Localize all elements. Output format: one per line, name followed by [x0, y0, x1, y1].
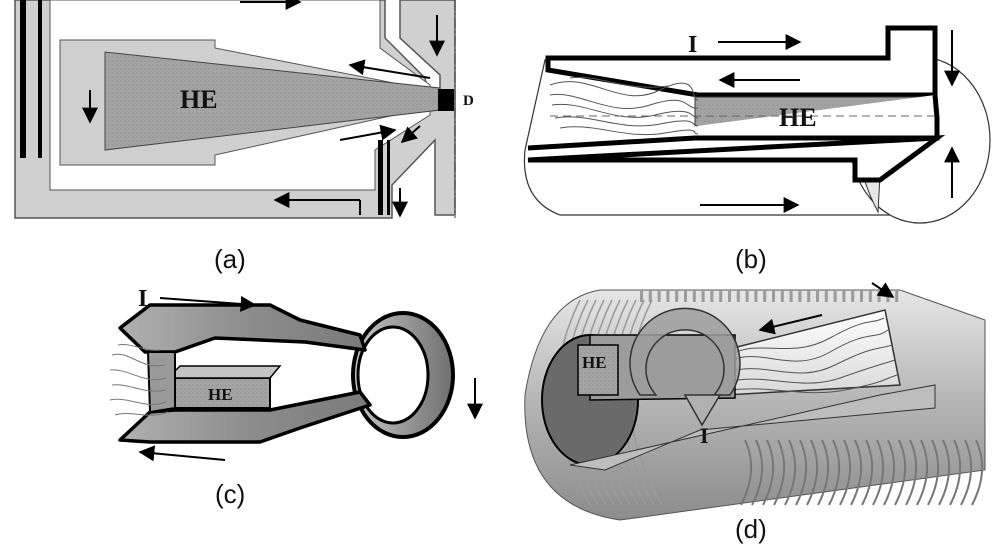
d-arrow-liner — [758, 314, 823, 335]
d-he-label: HE — [582, 353, 607, 372]
comb-tooth — [640, 290, 643, 302]
comb-tooth — [701, 290, 705, 302]
comb-tooth — [736, 290, 740, 302]
coil-rib — [850, 439, 863, 506]
coil-rib — [971, 439, 984, 506]
coil-rib — [817, 439, 830, 506]
c-gas-wisps — [109, 343, 169, 416]
comb-tooth — [780, 290, 784, 302]
comb-tooth — [666, 290, 670, 302]
comb-tooth — [728, 290, 731, 302]
b-gas-wisps — [549, 76, 699, 136]
panel-c: I HE (c) — [109, 286, 483, 509]
comb-tooth — [824, 290, 828, 302]
coil-rib — [894, 439, 907, 506]
comb-tooth — [798, 290, 802, 302]
a-right-post — [378, 140, 383, 215]
c-left-face — [146, 351, 176, 414]
coil-rib — [916, 439, 929, 506]
b-he-label: HE — [779, 103, 817, 132]
coil-rib — [949, 439, 962, 506]
a-arrow-left-cone — [348, 59, 431, 79]
c-arrow-current-top — [159, 295, 257, 312]
c-loop-hole — [356, 325, 430, 425]
coil-rib — [960, 439, 973, 506]
comb-tooth — [816, 290, 819, 302]
comb-tooth — [868, 290, 872, 302]
panel-d: HE I (d) — [524, 282, 986, 544]
coil-rib — [784, 439, 797, 506]
coil-rib — [828, 439, 841, 506]
coil-rib — [905, 439, 918, 506]
comb-tooth — [895, 290, 899, 302]
coil-rib — [861, 439, 874, 506]
coil-rib — [795, 439, 808, 506]
coil-rib — [806, 439, 819, 506]
coil-rib — [938, 439, 951, 506]
coil-rib — [883, 439, 896, 506]
coil-rib — [762, 439, 775, 506]
coil-rib — [927, 439, 940, 506]
comb-tooth — [684, 290, 687, 302]
coil-rib — [751, 439, 764, 506]
c-current-label: I — [138, 286, 147, 312]
comb-tooth — [657, 290, 661, 302]
comb-tooth — [745, 290, 749, 302]
d-arrow-corner — [871, 282, 895, 298]
panel-label-c: (c) — [215, 479, 245, 509]
comb-tooth — [860, 290, 863, 302]
c-he-label: HE — [208, 385, 233, 404]
d-he-block — [577, 344, 619, 396]
comb-tooth — [710, 290, 714, 302]
comb-tooth — [772, 290, 775, 302]
panel-a: HE D (a) — [14, 0, 474, 274]
d-gas-wisps — [727, 317, 898, 394]
d-current-label: I — [700, 423, 709, 448]
comb-tooth — [851, 290, 855, 302]
comb-tooth — [754, 290, 758, 302]
comb-tooth — [719, 290, 723, 302]
d-current-arc — [629, 307, 741, 396]
comb-tooth — [833, 290, 837, 302]
comb-tooth — [842, 290, 846, 302]
a-arrow-right-lower — [339, 124, 397, 141]
a-detonator-label: D — [463, 93, 474, 109]
a-detonator — [438, 89, 454, 111]
comb-tooth — [675, 290, 679, 302]
c-arrow-bottom-left — [138, 445, 226, 462]
comb-tooth — [648, 290, 652, 302]
comb-tooth — [789, 290, 793, 302]
panel-label-a: (a) — [214, 244, 246, 274]
d-current-arrowhead — [683, 394, 722, 427]
d-liner-sheet — [569, 384, 936, 471]
coil-rib — [773, 439, 786, 506]
c-upper-arm — [118, 303, 367, 354]
comb-tooth — [807, 290, 811, 302]
a-arrow-diag — [400, 125, 421, 144]
panel-label-b: (b) — [735, 244, 767, 274]
b-bottom-conductor — [527, 94, 946, 183]
comb-tooth — [692, 290, 696, 302]
coil-rib — [839, 439, 852, 506]
comb-tooth — [763, 290, 767, 302]
panel-b: I HE (b) — [523, 25, 991, 274]
comb-tooth — [877, 290, 881, 302]
coil-rib — [740, 439, 753, 506]
a-left-conductor — [20, 0, 26, 158]
b-current-label: I — [688, 32, 697, 58]
a-he-label: HE — [180, 85, 218, 114]
coil-rib — [872, 439, 885, 506]
b-top-conductor — [545, 25, 938, 98]
panel-label-d: (d) — [735, 514, 767, 544]
